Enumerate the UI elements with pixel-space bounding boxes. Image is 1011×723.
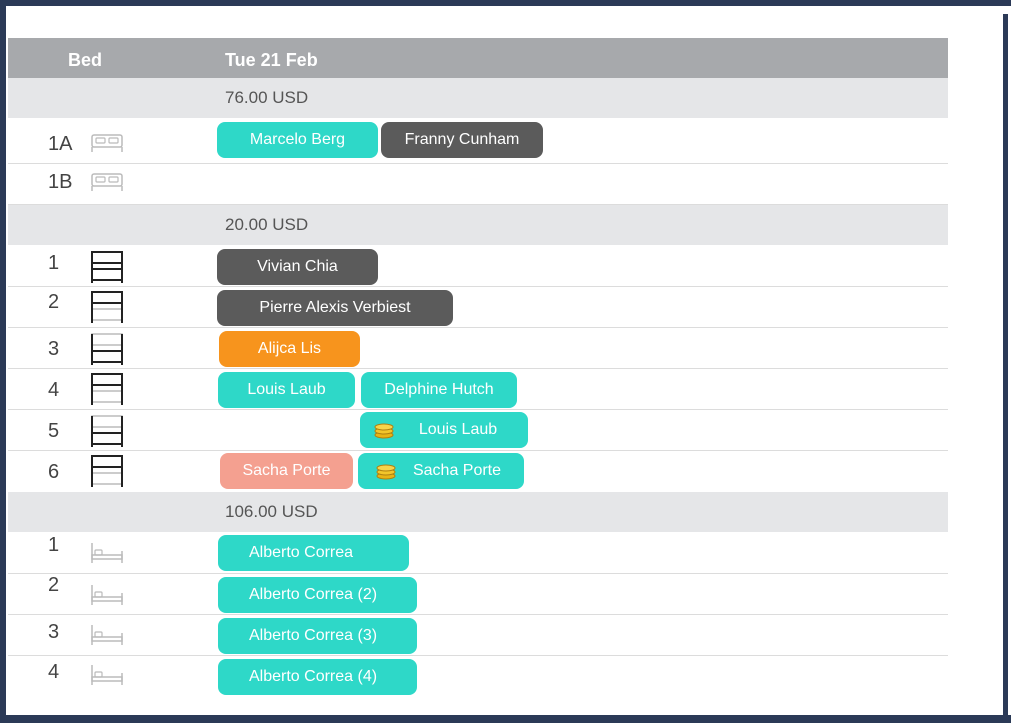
- bed-row: 2: [8, 574, 948, 615]
- guest-name: Sacha Porte: [412, 462, 502, 479]
- guest-name: Alberto Correa (2): [249, 586, 378, 603]
- bunk-bed-icon: [91, 251, 123, 283]
- single-bed-icon: [91, 585, 123, 605]
- bed-label: 1: [48, 534, 60, 556]
- booking-block[interactable]: Sacha Porte: [220, 453, 353, 489]
- bunk-bed-icon: [91, 455, 123, 487]
- booking-block[interactable]: Alberto Correa (4): [218, 659, 417, 695]
- booking-block[interactable]: Sacha Porte: [358, 453, 524, 489]
- bed-row: 1: [8, 532, 948, 574]
- booking-block[interactable]: Louis Laub: [218, 372, 355, 408]
- frame-top: [0, 0, 1011, 6]
- guest-name: Franny Cunham: [404, 131, 520, 148]
- room-price: 20.00 USD: [225, 215, 309, 234]
- guest-name: Alijca Lis: [257, 340, 322, 357]
- guest-name: Alberto Correa (4): [249, 668, 378, 685]
- double-bed-icon: [91, 134, 123, 152]
- single-bed-icon: [91, 625, 123, 645]
- bed-column-header: Bed: [68, 50, 103, 70]
- single-bed-icon: [91, 543, 123, 563]
- coins-icon: [374, 423, 394, 439]
- calendar-header: Bed Tue 21 Feb: [8, 38, 948, 80]
- guest-name: Louis Laub: [418, 421, 498, 438]
- bed-row: 1: [8, 245, 948, 287]
- booking-block[interactable]: Vivian Chia: [217, 249, 378, 285]
- frame-left: [0, 0, 6, 723]
- double-bed-icon: [91, 173, 123, 191]
- bed-label: 1B: [48, 171, 73, 193]
- single-bed-icon: [91, 665, 123, 685]
- date-column-header[interactable]: Tue 21 Feb: [225, 50, 318, 70]
- bunk-bed-icon: [91, 333, 123, 365]
- bed-label: 2: [48, 574, 60, 596]
- frame-bottom: [0, 715, 1011, 723]
- guest-name: Sacha Porte: [242, 462, 331, 479]
- bed-row: 4: [8, 656, 948, 696]
- booking-block[interactable]: Alberto Correa (2): [218, 577, 417, 613]
- room-group-header: 76.00 USD: [8, 78, 948, 118]
- room-group-header: 106.00 USD: [8, 492, 948, 532]
- bed-label: 3: [48, 338, 60, 360]
- booking-block[interactable]: Louis Laub: [360, 412, 528, 448]
- bunk-bed-icon: [91, 373, 123, 405]
- room-price: 106.00 USD: [225, 502, 318, 521]
- room-price: 76.00 USD: [225, 88, 309, 107]
- bed-label: 5: [48, 420, 60, 442]
- bed-row: 5: [8, 410, 948, 451]
- booking-block[interactable]: Pierre Alexis Verbiest: [217, 290, 453, 326]
- guest-name: Alberto Correa: [249, 544, 354, 561]
- bed-label: 1A: [48, 133, 73, 155]
- booking-block[interactable]: Marcelo Berg: [217, 122, 378, 158]
- guest-name: Marcelo Berg: [249, 131, 346, 148]
- bunk-bed-icon: [91, 415, 123, 447]
- bed-label: 4: [48, 379, 60, 401]
- guest-name: Delphine Hutch: [384, 381, 494, 398]
- bed-row: 2: [8, 287, 948, 328]
- guest-name: Louis Laub: [247, 381, 326, 398]
- guest-name: Pierre Alexis Verbiest: [259, 299, 411, 316]
- bed-row: 3: [8, 615, 948, 656]
- booking-block[interactable]: Franny Cunham: [381, 122, 543, 158]
- coins-icon: [376, 464, 396, 480]
- guest-name: Vivian Chia: [257, 258, 338, 275]
- bed-label: 1: [48, 252, 60, 274]
- booking-block[interactable]: Alberto Correa (3): [218, 618, 417, 654]
- bed-label: 4: [48, 661, 60, 683]
- booking-block[interactable]: Alberto Correa: [218, 535, 409, 571]
- bed-row: 1A: [8, 118, 948, 164]
- frame-right: [1003, 14, 1008, 718]
- bed-row: 4: [8, 369, 948, 410]
- room-group-header: 20.00 USD: [8, 205, 948, 245]
- bed-label: 2: [48, 291, 60, 313]
- bed-label: 3: [48, 621, 60, 643]
- bed-row: 3: [8, 328, 948, 369]
- booking-block[interactable]: Alijca Lis: [219, 331, 360, 367]
- guest-name: Alberto Correa (3): [249, 627, 378, 644]
- bunk-bed-icon: [91, 291, 123, 323]
- bed-row: 1B: [8, 163, 948, 205]
- booking-block[interactable]: Delphine Hutch: [361, 372, 517, 408]
- bed-label: 6: [48, 461, 60, 483]
